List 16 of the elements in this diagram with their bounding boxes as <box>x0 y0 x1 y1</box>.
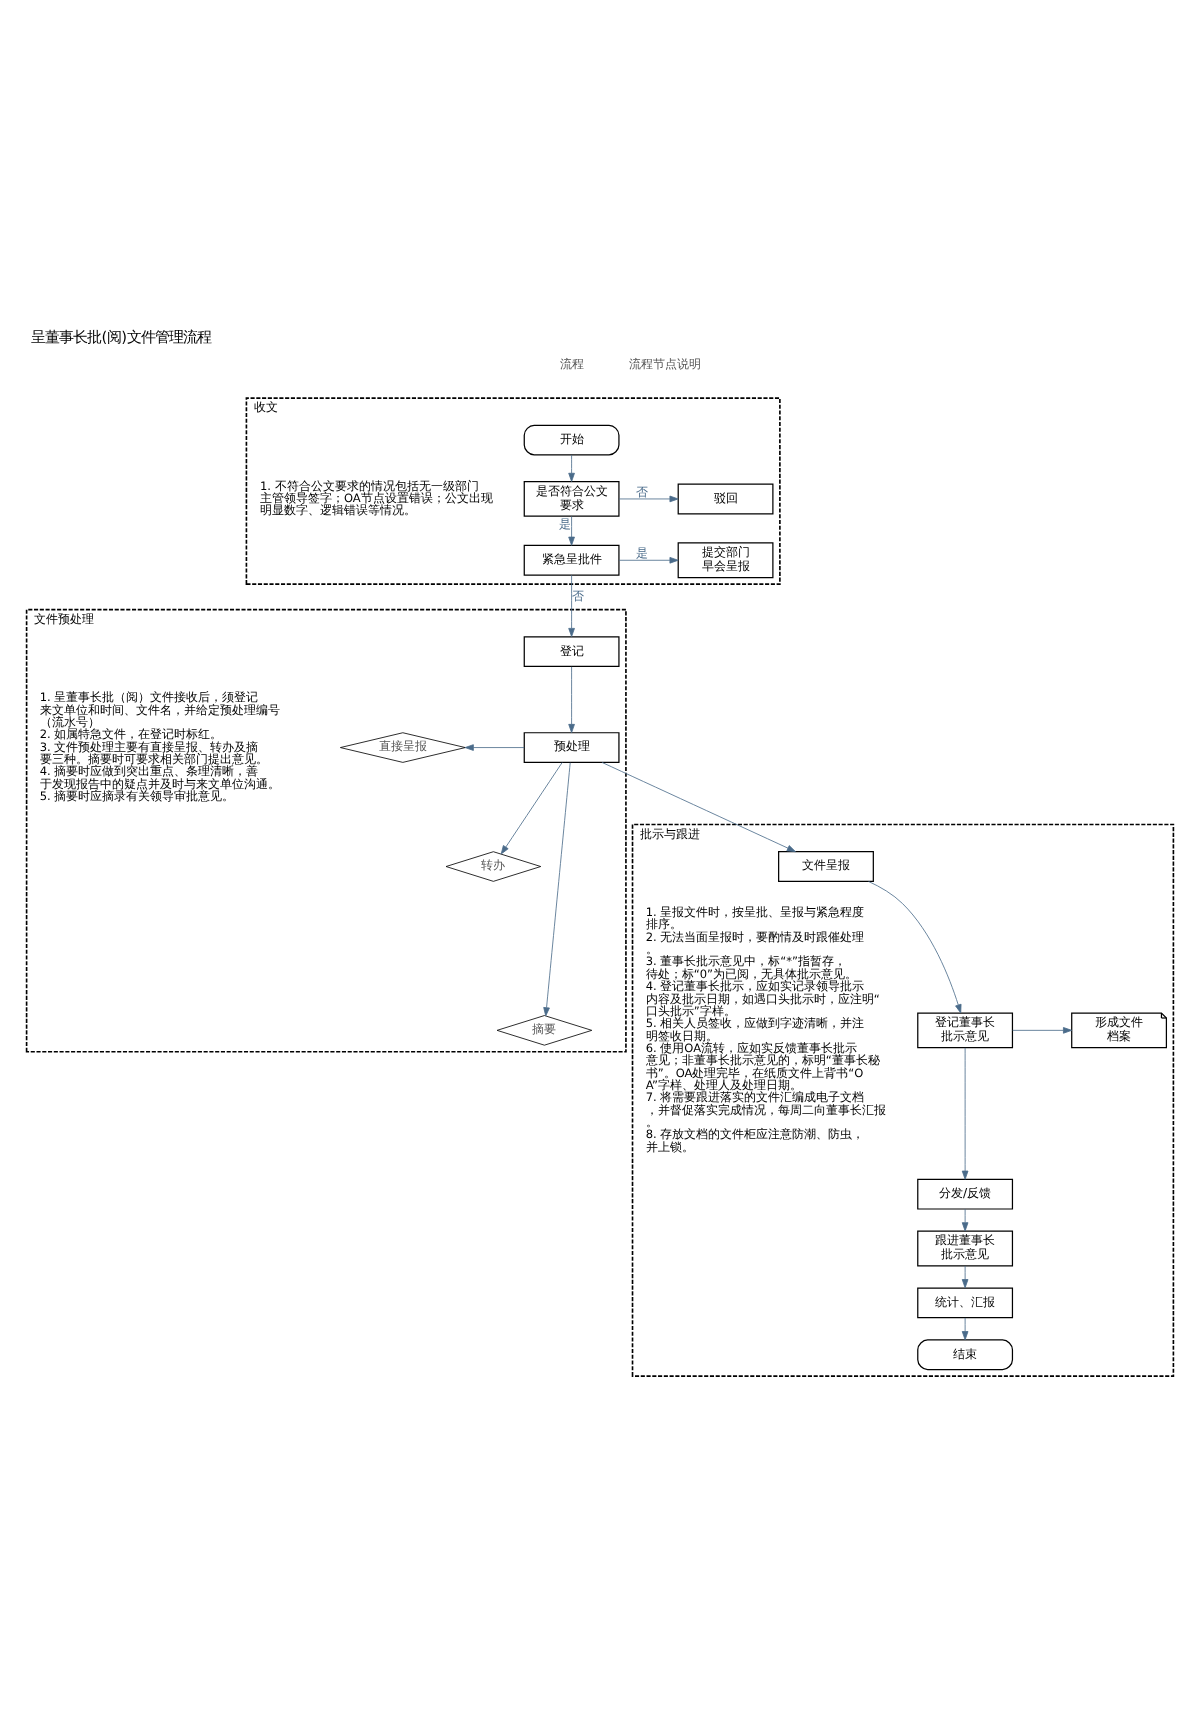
arrow <box>618 557 679 564</box>
arrow <box>601 762 796 853</box>
arrow <box>618 495 679 503</box>
arrow <box>961 1208 969 1232</box>
arrow <box>961 1317 969 1341</box>
arrow <box>961 1265 969 1289</box>
arrow <box>568 666 575 733</box>
arrow <box>464 744 525 751</box>
arrow <box>568 454 575 482</box>
arrow <box>1012 1027 1073 1034</box>
arrow <box>500 762 563 855</box>
arrow <box>543 762 571 1017</box>
arrow <box>868 881 962 1014</box>
arrow <box>961 1047 969 1180</box>
arrow <box>568 516 575 546</box>
arrow <box>568 574 575 637</box>
